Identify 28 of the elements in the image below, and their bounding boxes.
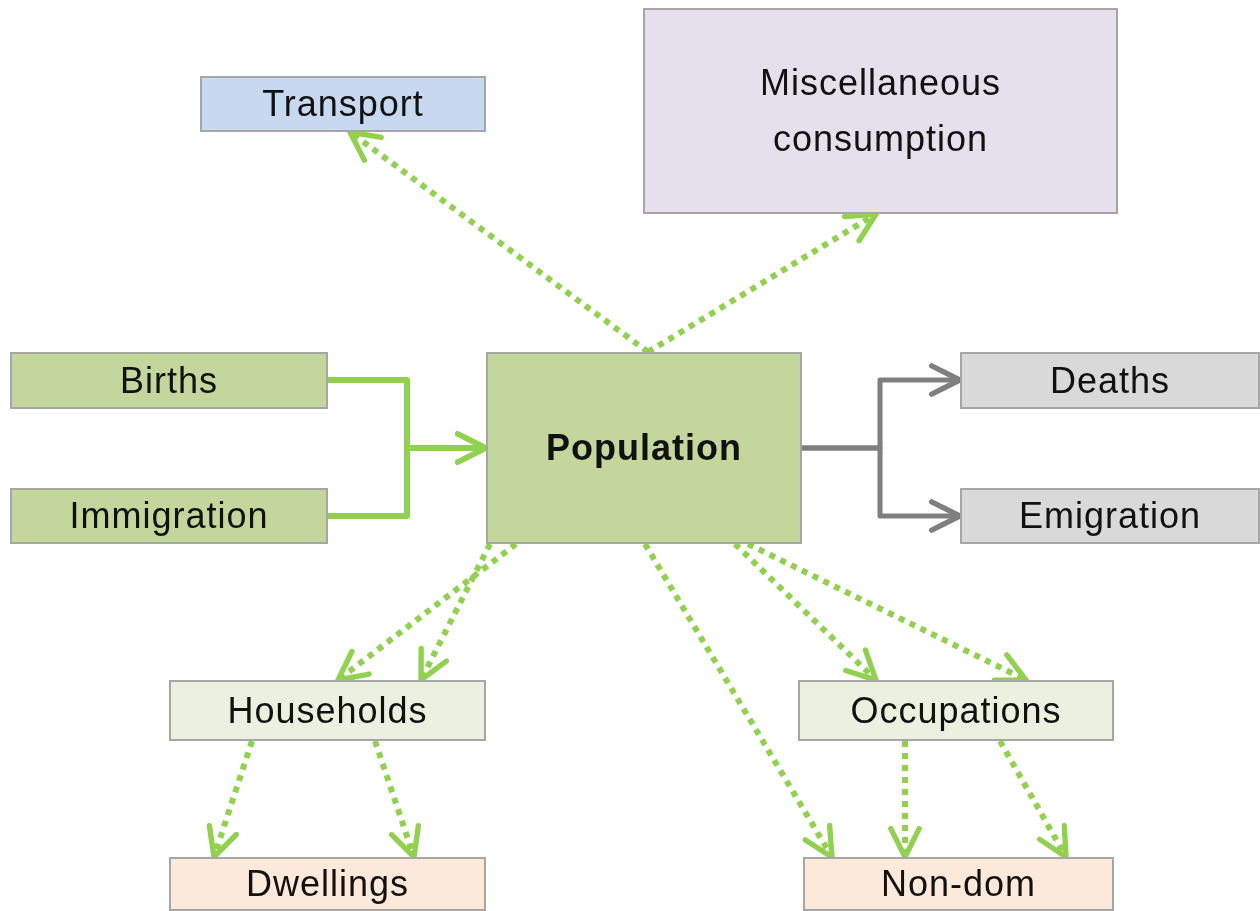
box-label: Transport	[262, 82, 424, 127]
box-label: Households	[227, 688, 428, 733]
arrow	[888, 741, 922, 860]
box-label: Dwellings	[245, 862, 410, 907]
process-box	[960, 488, 1260, 544]
box-label: Non-dom	[880, 862, 1037, 907]
process-box	[486, 352, 802, 544]
box-label: Deaths	[1049, 358, 1171, 403]
process-box	[803, 857, 1114, 911]
box-label: Occupations	[850, 688, 1062, 733]
arrow	[206, 740, 255, 860]
box-label: Births	[120, 358, 218, 403]
box-label: Population	[546, 426, 742, 471]
arrow	[997, 739, 1069, 860]
arrow	[418, 542, 493, 683]
process-box	[10, 488, 328, 544]
box-label: Emigration	[1018, 494, 1202, 539]
process-box	[960, 352, 1260, 409]
box-label: Miscellaneous consumption	[758, 61, 1003, 161]
process-box	[10, 352, 328, 409]
arrow	[372, 740, 422, 860]
process-box	[200, 76, 486, 132]
process-box	[798, 680, 1114, 741]
process-box	[169, 680, 486, 741]
process-box	[643, 8, 1118, 214]
process-box	[169, 857, 486, 911]
arrow	[642, 542, 835, 860]
box-label: Immigration	[69, 494, 269, 539]
